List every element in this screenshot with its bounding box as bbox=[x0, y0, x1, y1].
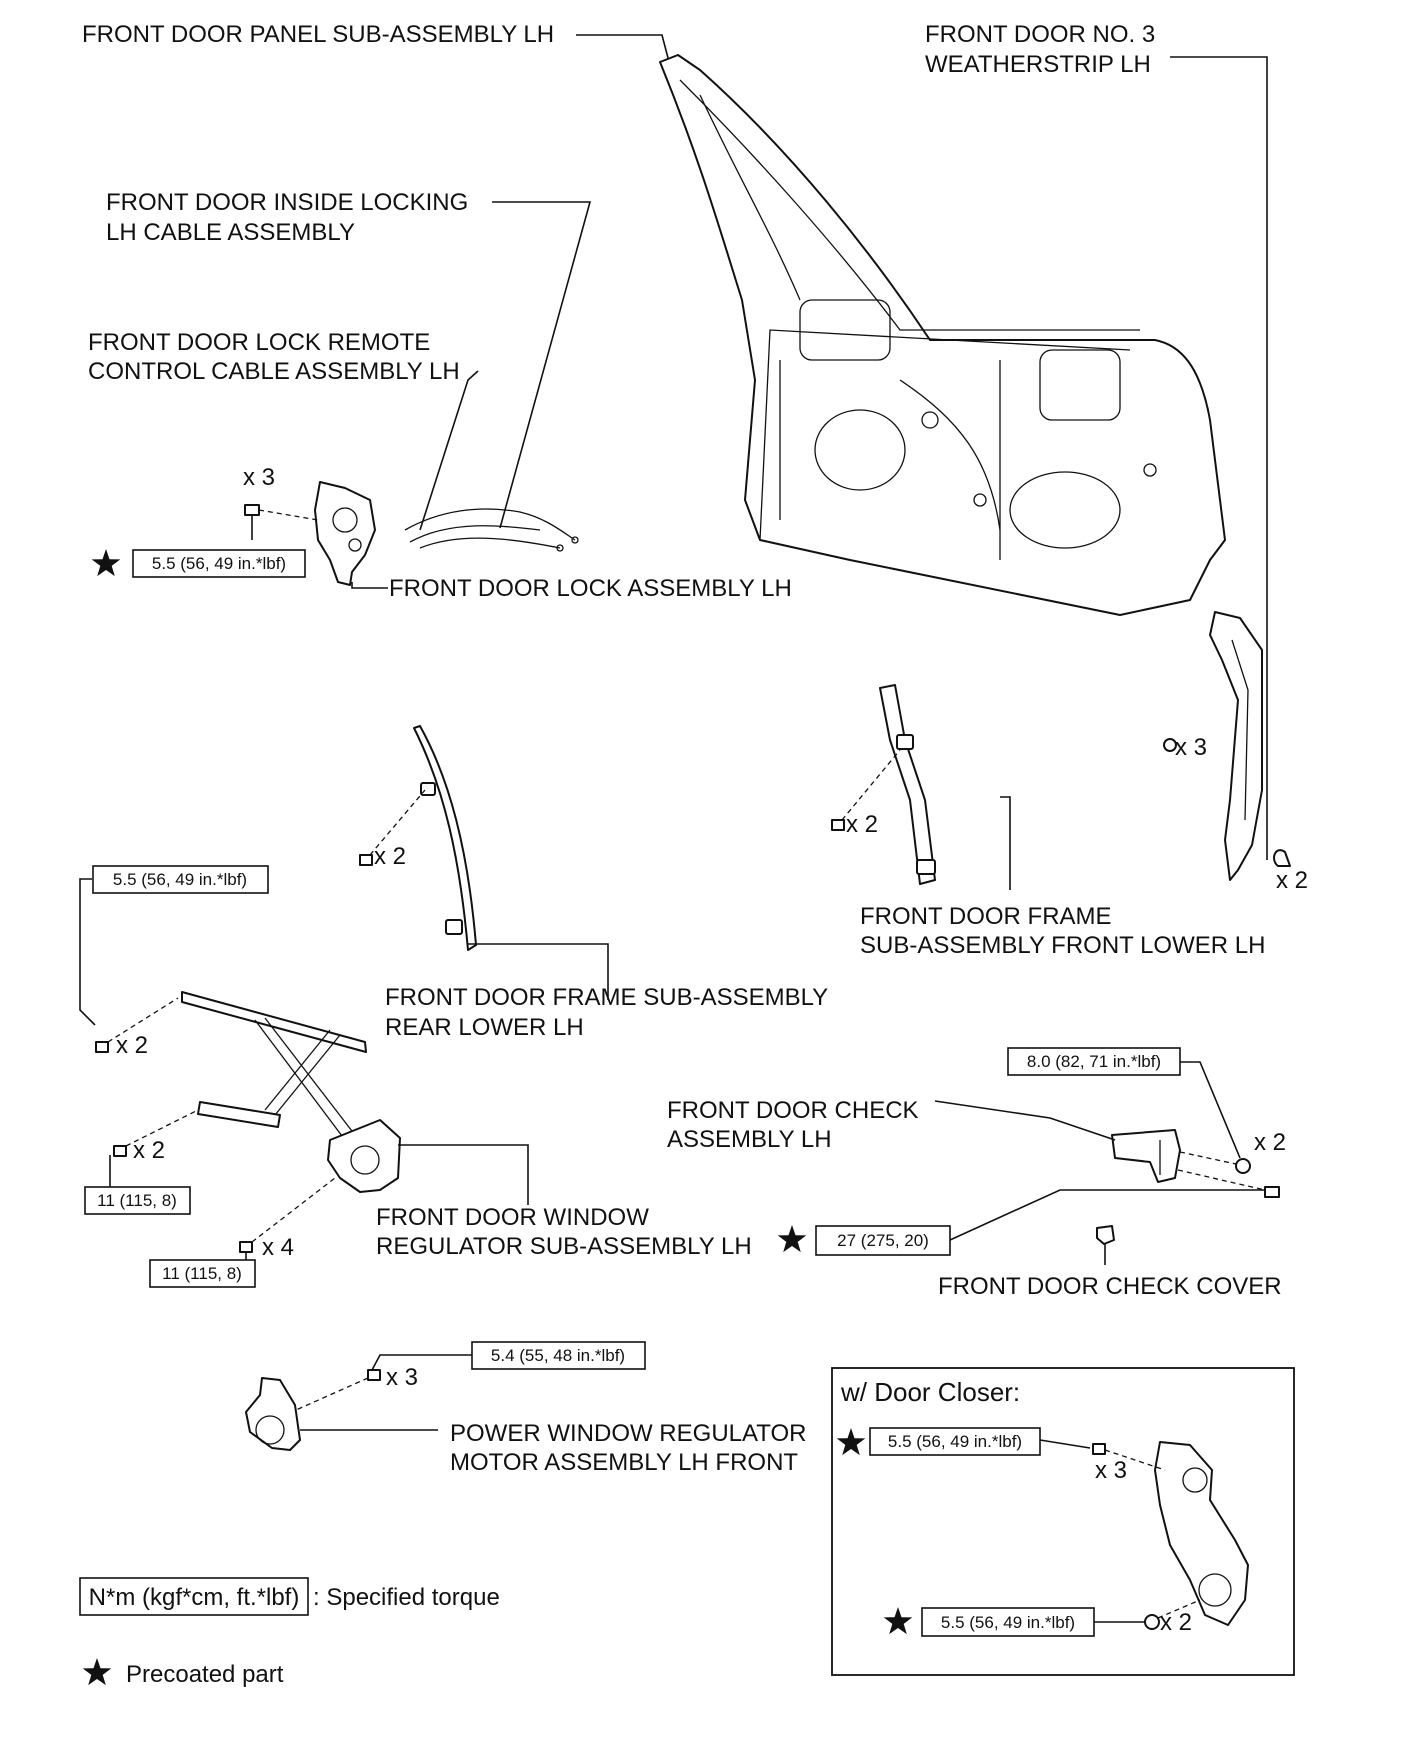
svg-text:5.5 (56, 49 in.*lbf): 5.5 (56, 49 in.*lbf) bbox=[152, 554, 286, 573]
torque-box-check-lower: 27 (275, 20) bbox=[815, 1225, 951, 1256]
label-frame-front-line2: SUB-ASSEMBLY FRONT LOWER LH bbox=[860, 932, 1265, 959]
count-regulator-bottom: x 4 bbox=[262, 1234, 294, 1261]
svg-text:5.4 (55, 48 in.*lbf): 5.4 (55, 48 in.*lbf) bbox=[491, 1346, 625, 1365]
legend-torque-key: N*m (kgf*cm, ft.*lbf) bbox=[89, 1584, 300, 1611]
count-frame-front: x 2 bbox=[846, 811, 878, 838]
door-check-drawing bbox=[1096, 1129, 1280, 1245]
svg-text:5.5 (56, 49 in.*lbf): 5.5 (56, 49 in.*lbf) bbox=[113, 870, 247, 889]
label-frame-rear-line2: REAR LOWER LH bbox=[385, 1014, 584, 1041]
legend-precoated: Precoated part bbox=[126, 1661, 284, 1688]
label-regulator-line2: REGULATOR SUB-ASSEMBLY LH bbox=[376, 1233, 752, 1260]
window-regulator-drawing bbox=[95, 991, 401, 1253]
label-weatherstrip-line2: WEATHERSTRIP LH bbox=[925, 51, 1151, 78]
label-weatherstrip-line1: FRONT DOOR NO. 3 bbox=[925, 21, 1155, 48]
label-check-line1: FRONT DOOR CHECK bbox=[667, 1097, 919, 1124]
bolt-icon bbox=[244, 504, 260, 516]
part-labels: FRONT DOOR PANEL SUB-ASSEMBLY LH FRONT D… bbox=[82, 21, 1282, 1476]
frame-rear-lower-drawing bbox=[359, 725, 477, 951]
legend-torque-key-box bbox=[79, 1577, 309, 1616]
count-weatherstrip-upper: x 3 bbox=[1175, 734, 1207, 761]
count-lock: x 3 bbox=[243, 464, 275, 491]
label-frame-rear-line1: FRONT DOOR FRAME SUB-ASSEMBLY bbox=[385, 984, 828, 1011]
frame-front-lower-drawing bbox=[831, 684, 936, 885]
label-inside-locking-line2: LH CABLE ASSEMBLY bbox=[106, 219, 355, 246]
bolt-icon bbox=[367, 1369, 381, 1381]
black-star-icon bbox=[82, 1658, 112, 1686]
torque-box-check-upper: 8.0 (82, 71 in.*lbf) bbox=[1007, 1047, 1181, 1076]
svg-text:5.5 (56, 49 in.*lbf): 5.5 (56, 49 in.*lbf) bbox=[941, 1613, 1075, 1632]
front-door-panel-drawing bbox=[659, 54, 1226, 616]
bolt-icon bbox=[95, 1041, 109, 1053]
nut-icon bbox=[1235, 1158, 1251, 1174]
torque-box-closer-top: 5.5 (56, 49 in.*lbf) bbox=[869, 1427, 1041, 1456]
check-cover-icon bbox=[1096, 1225, 1115, 1245]
label-remote-cable-line1: FRONT DOOR LOCK REMOTE bbox=[88, 329, 430, 356]
legend: N*m (kgf*cm, ft.*lbf) : Specified torque… bbox=[79, 1577, 500, 1688]
count-weatherstrip-lower: x 2 bbox=[1276, 867, 1308, 894]
clip-icon bbox=[1273, 849, 1291, 867]
bolt-icon bbox=[1092, 1443, 1106, 1455]
svg-text:5.5 (56, 49 in.*lbf): 5.5 (56, 49 in.*lbf) bbox=[888, 1432, 1022, 1451]
count-check: x 2 bbox=[1254, 1129, 1286, 1156]
count-regulator-mid: x 2 bbox=[133, 1137, 165, 1164]
quantity-counts: x 3 x 3 x 2 x 2 x 2 x 2 x 2 x 4 x 2 x 3 … bbox=[116, 464, 1308, 1636]
label-door-panel: FRONT DOOR PANEL SUB-ASSEMBLY LH bbox=[82, 21, 554, 48]
label-motor-line1: POWER WINDOW REGULATOR bbox=[450, 1420, 806, 1447]
bolt-icon bbox=[239, 1241, 253, 1253]
label-remote-cable-line2: CONTROL CABLE ASSEMBLY LH bbox=[88, 358, 460, 385]
bolt-icon bbox=[831, 819, 845, 831]
bolt-icon bbox=[113, 1145, 127, 1157]
torque-specs: 5.5 (56, 49 in.*lbf) 5.5 (56, 49 in.*lbf… bbox=[84, 549, 1181, 1637]
regulator-motor-drawing bbox=[245, 1369, 381, 1451]
label-frame-front-line1: FRONT DOOR FRAME bbox=[860, 903, 1112, 930]
count-closer-top: x 3 bbox=[1095, 1457, 1127, 1484]
torque-box-regulator-top: 5.5 (56, 49 in.*lbf) bbox=[92, 865, 269, 894]
count-frame-rear: x 2 bbox=[374, 843, 406, 870]
leader-lines bbox=[79, 34, 1268, 1623]
torque-box-motor: 5.4 (55, 48 in.*lbf) bbox=[471, 1341, 646, 1370]
svg-text:8.0 (82, 71 in.*lbf): 8.0 (82, 71 in.*lbf) bbox=[1027, 1052, 1161, 1071]
label-regulator-line1: FRONT DOOR WINDOW bbox=[376, 1204, 649, 1231]
black-star-icon bbox=[91, 549, 121, 577]
label-inside-locking-line1: FRONT DOOR INSIDE LOCKING bbox=[106, 189, 468, 216]
label-check-line2: ASSEMBLY LH bbox=[667, 1126, 832, 1153]
torque-box-lock: 5.5 (56, 49 in.*lbf) bbox=[132, 549, 306, 578]
count-regulator-top: x 2 bbox=[116, 1032, 148, 1059]
svg-text:11 (115, 8): 11 (115, 8) bbox=[162, 1264, 242, 1283]
count-closer-bottom: x 2 bbox=[1160, 1609, 1192, 1636]
clip-icon bbox=[1163, 738, 1177, 752]
black-star-icon bbox=[777, 1225, 807, 1253]
label-lock-assembly: FRONT DOOR LOCK ASSEMBLY LH bbox=[389, 575, 792, 602]
torque-box-regulator-bottom: 11 (115, 8) bbox=[149, 1259, 256, 1288]
torque-box-closer-bottom: 5.5 (56, 49 in.*lbf) bbox=[921, 1607, 1095, 1637]
label-check-cover: FRONT DOOR CHECK COVER bbox=[938, 1273, 1282, 1300]
torque-box-regulator-mid: 11 (115, 8) bbox=[84, 1186, 191, 1215]
bolt-icon bbox=[1144, 1614, 1160, 1630]
svg-text:11 (115, 8): 11 (115, 8) bbox=[97, 1191, 177, 1210]
legend-torque-description: : Specified torque bbox=[313, 1584, 500, 1611]
bolt-icon bbox=[359, 854, 373, 866]
weatherstrip-drawing bbox=[1163, 611, 1291, 881]
door-closer-title: w/ Door Closer: bbox=[840, 1377, 1020, 1407]
svg-text:27 (275, 20): 27 (275, 20) bbox=[837, 1231, 929, 1250]
label-motor-line2: MOTOR ASSEMBLY LH FRONT bbox=[450, 1449, 798, 1476]
count-motor: x 3 bbox=[386, 1364, 418, 1391]
bolt-icon bbox=[1264, 1186, 1280, 1198]
